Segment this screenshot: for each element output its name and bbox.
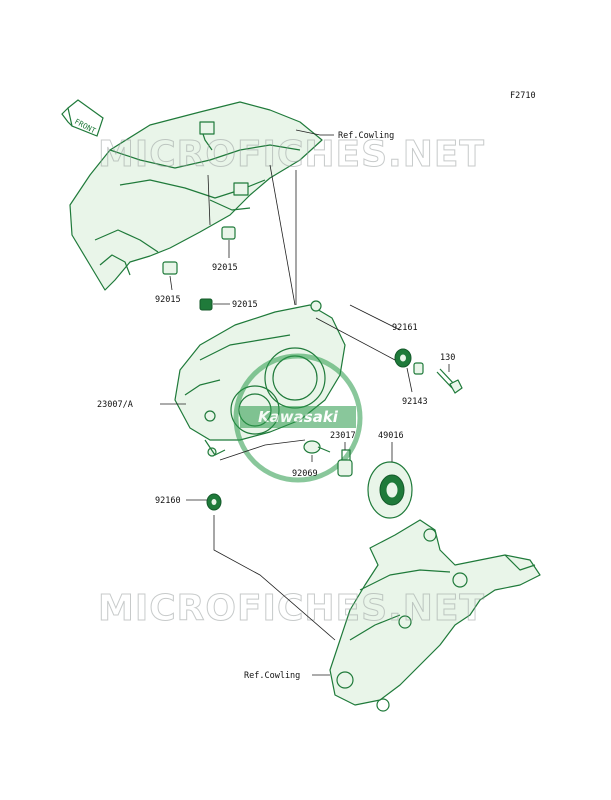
- bolt-130: [436, 368, 463, 394]
- pad-92015-c: [199, 298, 213, 311]
- callout-92015-right: 92015: [212, 263, 238, 273]
- callout-92143: 92143: [402, 397, 428, 407]
- callout-ref-cowling-bottom: Ref.Cowling: [244, 671, 300, 681]
- callout-92161: 92161: [392, 323, 418, 333]
- headlight-assembly: [174, 300, 346, 457]
- cap-49016: [367, 461, 413, 519]
- callout-130: 130: [440, 353, 455, 363]
- grommet-92160: [206, 493, 222, 511]
- pad-92015-b: [221, 226, 236, 240]
- front-arrow-icon: FRONT: [61, 99, 104, 137]
- callout-ref-cowling-top: Ref.Cowling: [338, 131, 394, 141]
- callout-49016: 49016: [378, 431, 404, 441]
- callout-92015-bottom: 92015: [232, 300, 258, 310]
- figure-id: F2710: [510, 91, 536, 101]
- callout-92069: 92069: [292, 469, 318, 479]
- cowling-stay-bracket: [329, 519, 541, 712]
- bulb-92069: [303, 440, 331, 454]
- callout-92015-left: 92015: [155, 295, 181, 305]
- bulb-socket-23017: [337, 449, 353, 477]
- leader-lines: [160, 129, 450, 676]
- watermark-top: MICROFICHES.NET: [98, 134, 485, 175]
- upper-cowling: [69, 101, 323, 291]
- grommet-92161: [394, 348, 412, 368]
- collar-92143: [413, 362, 424, 375]
- kawasaki-logo-text: Kawasaki: [258, 408, 339, 426]
- kawasaki-logo: Kawasaki: [233, 353, 363, 483]
- callout-23007a: 23007/A: [97, 400, 133, 410]
- callout-92160: 92160: [155, 496, 181, 506]
- watermark-bottom: MICROFICHES.NET: [98, 588, 485, 629]
- pad-92015-a: [162, 261, 178, 275]
- callout-23017: 23017: [330, 431, 356, 441]
